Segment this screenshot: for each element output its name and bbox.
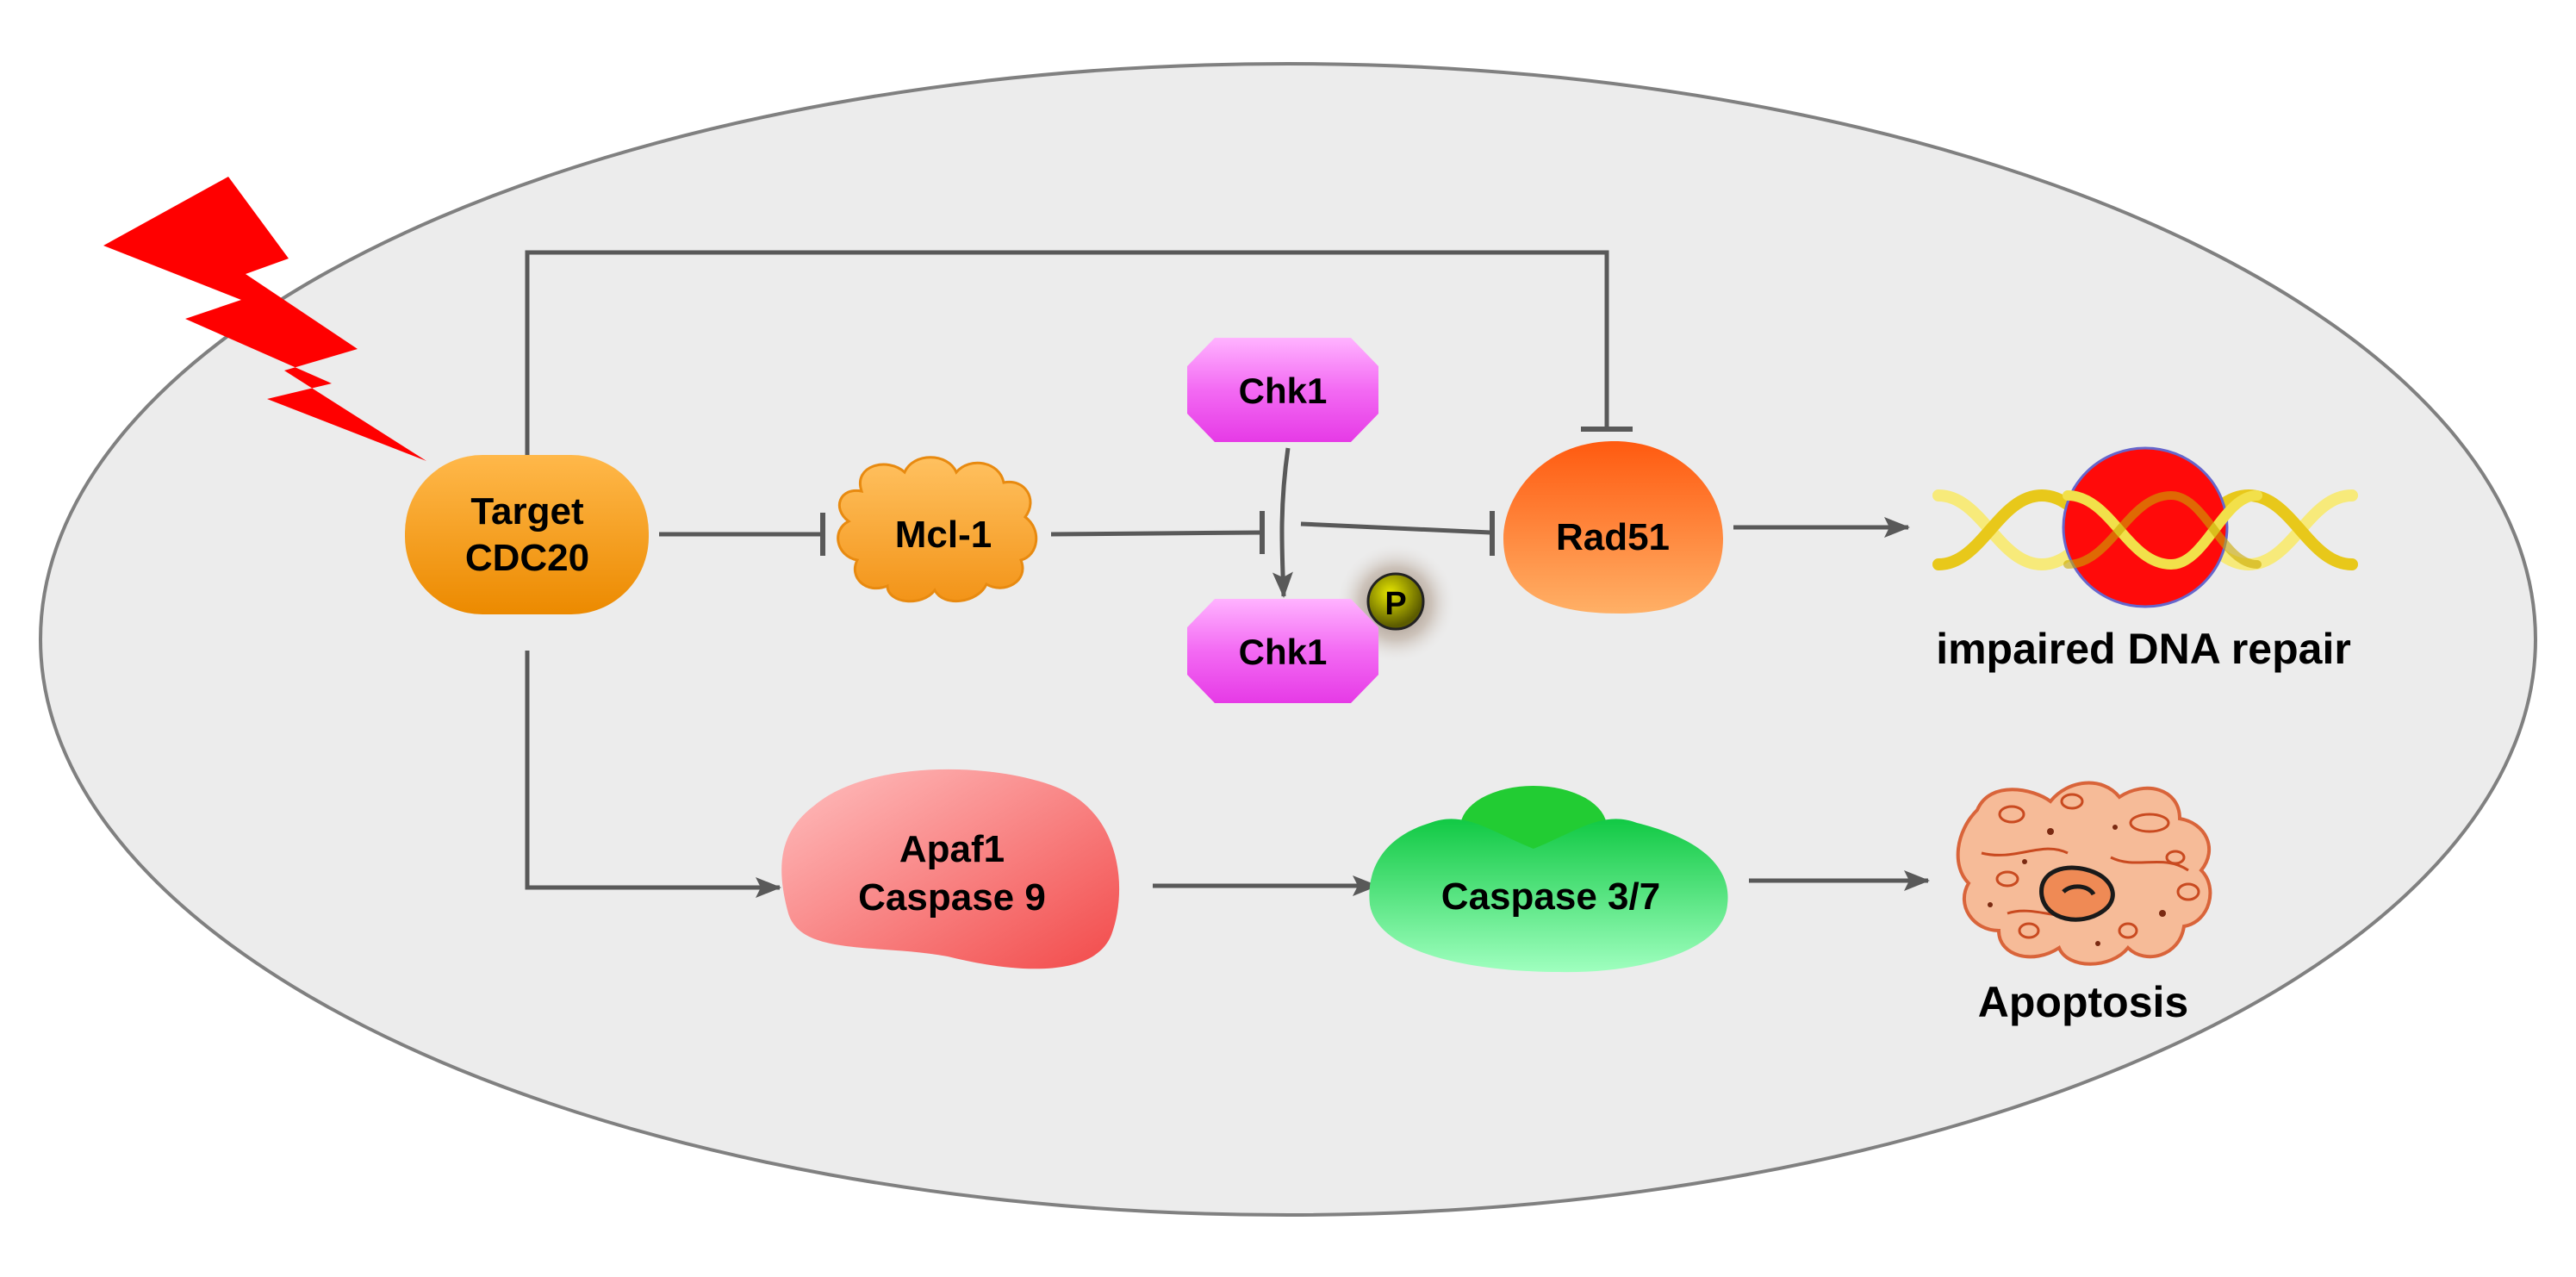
node-chk1-top: Chk1 [1187,338,1378,442]
dna-damage-blob [2062,446,2229,608]
chk1-phosphorylation-arrow [1272,447,1293,598]
lightning-bolt-icon [103,177,426,461]
dna-helix-icon [1932,446,2358,608]
phospho-label: P [1384,586,1406,622]
mcl1-to-chk1-line [1050,530,1263,537]
connectors [525,250,1930,898]
node-caspase37: Caspase 3/7 [1369,786,1728,973]
node-cdc20: Target CDC20 [405,455,649,614]
apaf1-label-line1: Apaf1 [899,828,1005,870]
chk1-to-rad51-line [1300,521,1491,535]
cdc20-to-rad51-inhibit-line [525,250,1609,457]
node-rad51: Rad51 [1503,440,1723,614]
caspase37-label: Caspase 3/7 [1441,875,1660,918]
cdc20-to-apaf1-arrow [525,651,781,898]
node-mcl1: Mcl-1 [837,456,1038,603]
node-chk1-bottom: Chk1 P [1187,543,1456,703]
cdc20-label-line2: CDC20 [465,537,589,579]
apoptosis-label: Apoptosis [1978,978,2188,1026]
apaf1-label-line2: Caspase 9 [858,876,1046,919]
phospho-badge-icon [1366,572,1425,631]
apoptotic-cell-icon [1956,781,2212,966]
node-apaf1: Apaf1 Caspase 9 [781,769,1120,969]
mcl1-label: Mcl-1 [895,514,992,556]
chk1-top-label: Chk1 [1239,371,1328,411]
chk1-bottom-label: Chk1 [1239,632,1328,672]
impaired-dna-repair-label: impaired DNA repair [1936,625,2351,673]
cdc20-label-line1: Target [470,490,584,533]
rad51-label: Rad51 [1556,516,1670,558]
